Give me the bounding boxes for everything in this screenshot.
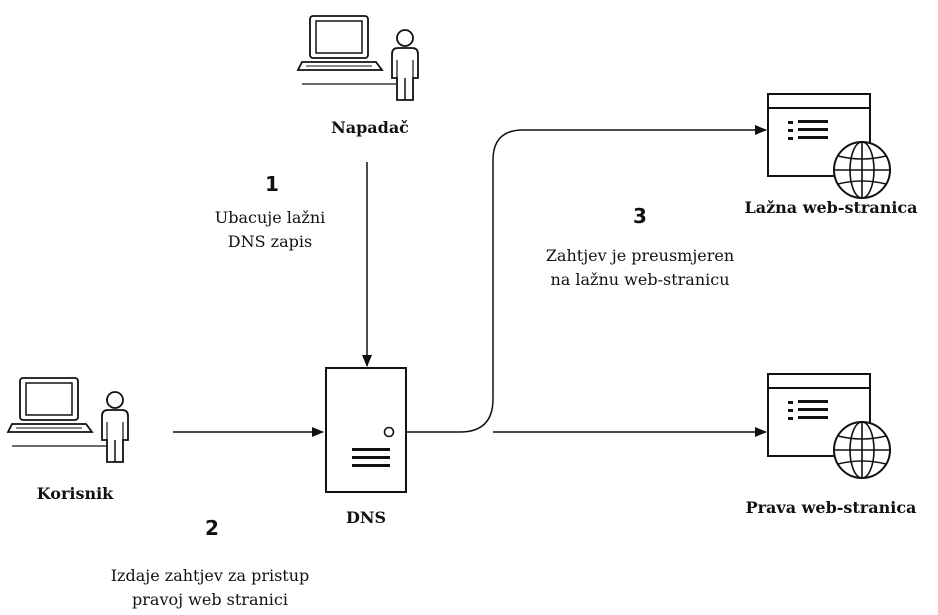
dns-label: DNS <box>345 508 387 527</box>
attacker-label: Napadač <box>331 118 409 137</box>
step-2-description: Izdaje zahtjev za pristup pravoj web str… <box>70 564 350 612</box>
step-3-description: Zahtjev je preusmjeren na lažnu web-stra… <box>510 244 770 292</box>
step-2-number: 2 <box>205 516 219 540</box>
step-3-line-1: Zahtjev je preusmjeren <box>545 246 735 265</box>
dns-server-icon <box>325 367 407 493</box>
arrow-dns-to-fake-site <box>407 125 767 433</box>
user-computer-user-icon <box>7 377 129 463</box>
step-2-line-1: Izdaje zahtjev za pristup <box>110 566 310 585</box>
user-label: Korisnik <box>36 484 114 503</box>
attacker-computer-user-icon <box>297 15 419 101</box>
step-1-line-1: Ubacuje lažni <box>214 208 326 227</box>
fake-site-label: Lažna web-stranica <box>744 198 918 217</box>
step-1-number: 1 <box>265 172 279 196</box>
step-1-line-2: DNS zapis <box>227 232 313 251</box>
fake-site-website-icon <box>767 93 891 199</box>
step-3-line-2: na lažnu web-stranicu <box>550 270 730 289</box>
real-site-website-icon <box>767 373 891 479</box>
real-site-label: Prava web-stranica <box>745 498 917 517</box>
step-1-description: Ubacuje lažni DNS zapis <box>170 206 370 254</box>
step-3-number: 3 <box>633 204 647 228</box>
step-2-line-2: pravoj web stranici <box>132 590 288 609</box>
